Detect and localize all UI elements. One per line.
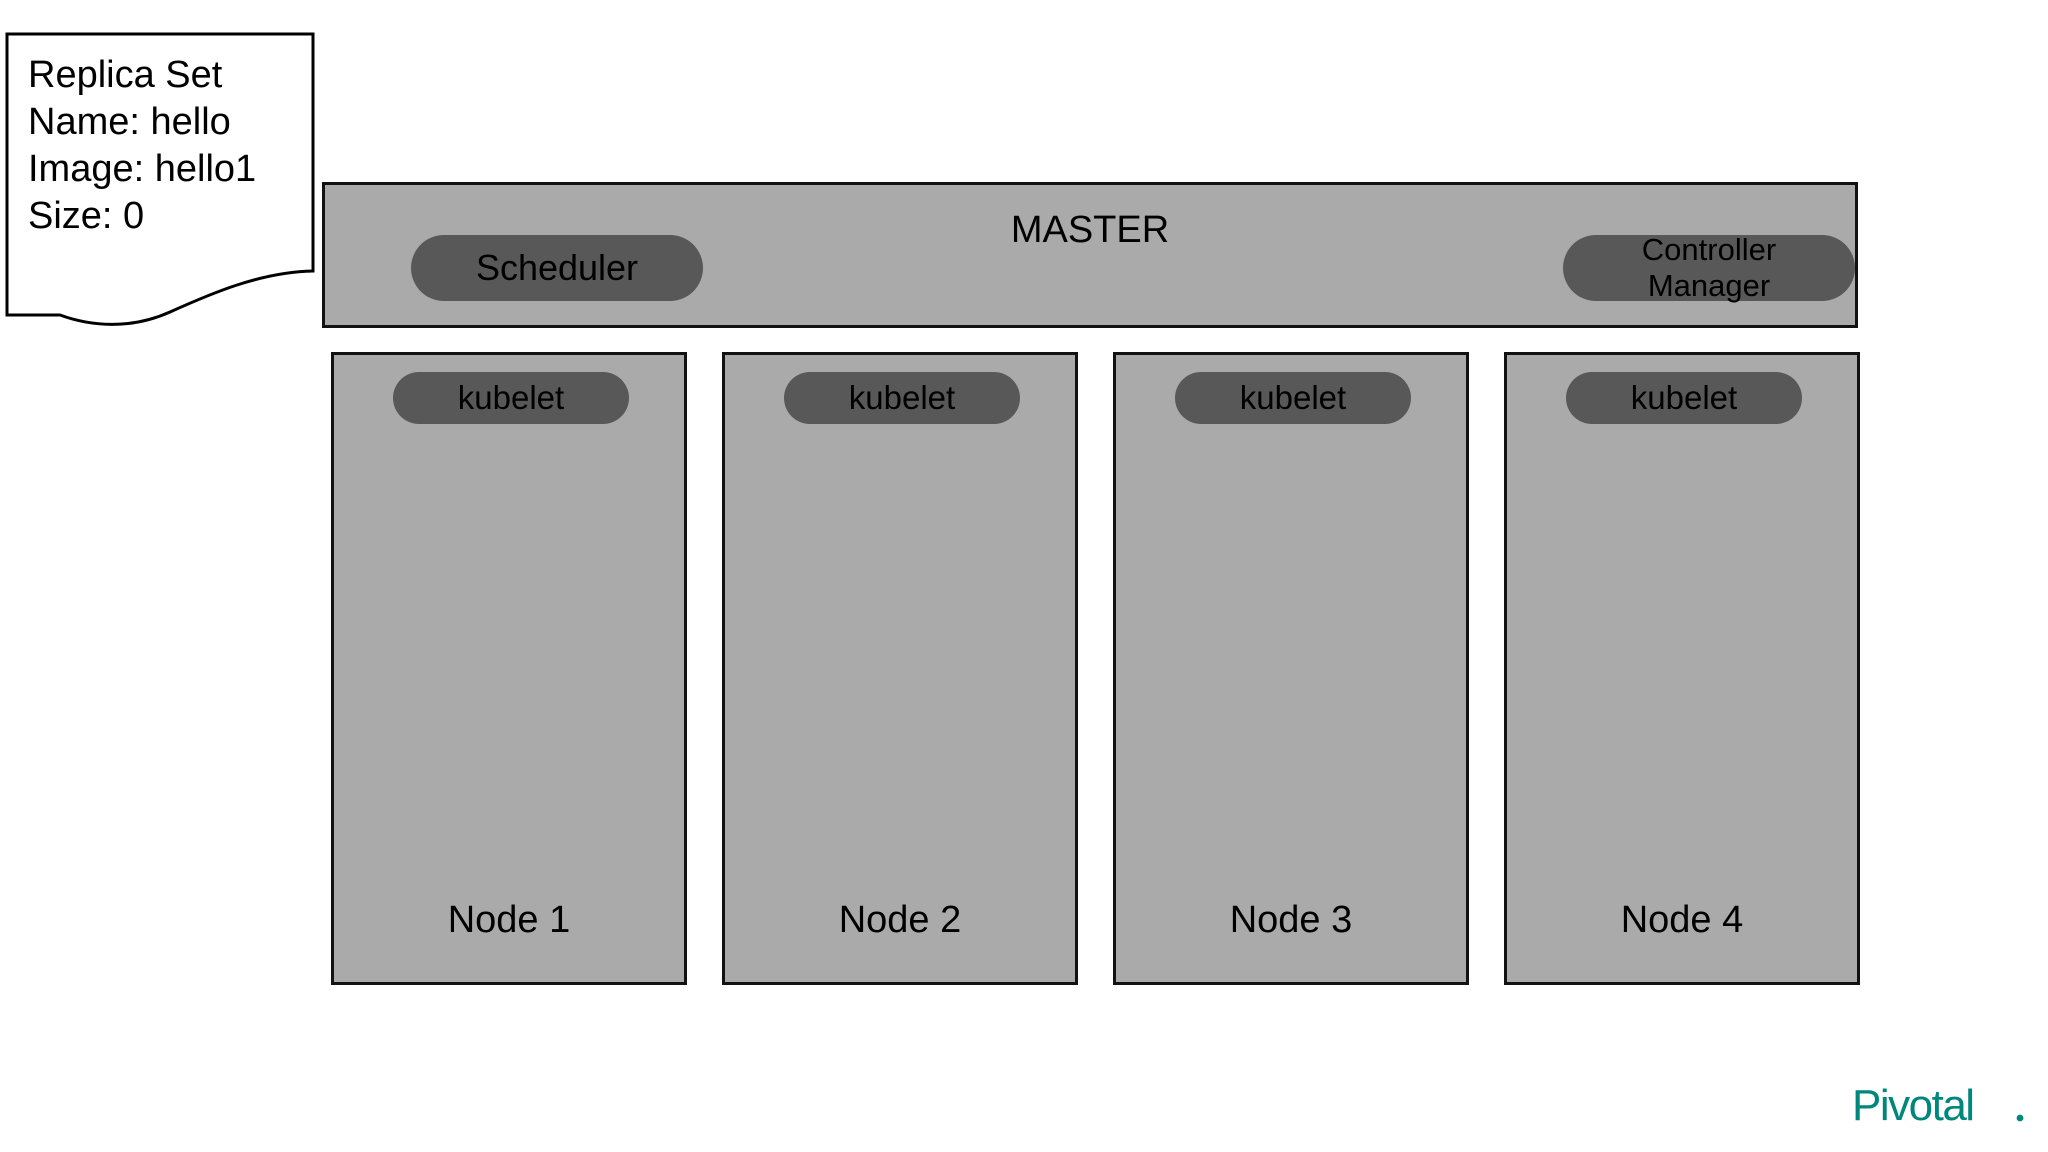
kubelet-pill-1[interactable]: kubelet: [393, 372, 629, 424]
kubelet-pill-2[interactable]: kubelet: [784, 372, 1020, 424]
callout-shape: [5, 32, 315, 326]
callout-line-title: Replica Set: [28, 54, 223, 96]
kubelet-label-1: kubelet: [457, 379, 565, 417]
scheduler-component[interactable]: Scheduler: [411, 235, 703, 301]
node-box-3[interactable]: kubelet Node 3: [1113, 352, 1469, 985]
callout-line-size: Size: 0: [28, 195, 145, 237]
node-label-3: Node 3: [1229, 899, 1353, 941]
kubelet-label-3: kubelet: [1239, 379, 1347, 417]
kubelet-label-4: kubelet: [1630, 379, 1738, 417]
pivotal-wordmark-icon: Pivotal: [1852, 1082, 2024, 1130]
replica-set-callout: Replica Set Name: hello Image: hello1 Si…: [0, 26, 330, 326]
node-box-2[interactable]: kubelet Node 2: [722, 352, 1078, 985]
node-box-4[interactable]: kubelet Node 4: [1504, 352, 1860, 985]
controller-manager-label: Controller Manager: [1642, 232, 1776, 303]
scheduler-label: Scheduler: [475, 247, 639, 289]
node-label-1: Node 1: [447, 899, 571, 941]
controller-manager-component[interactable]: Controller Manager: [1563, 232, 1855, 303]
callout-line-image: Image: hello1: [28, 148, 257, 190]
node-label-2: Node 2: [838, 899, 962, 941]
replica-set-note-text: Replica Set Name: hello Image: hello1 Si…: [28, 52, 300, 240]
kubelet-pill-3[interactable]: kubelet: [1175, 372, 1411, 424]
master-title: MASTER: [1010, 209, 1170, 251]
pivotal-logo: Pivotal: [1852, 1082, 2028, 1132]
node-box-1[interactable]: kubelet Node 1: [331, 352, 687, 985]
kubelet-label-2: kubelet: [848, 379, 956, 417]
node-label-4: Node 4: [1620, 899, 1744, 941]
svg-text:Pivotal: Pivotal: [1852, 1082, 1974, 1130]
controller-manager-label-line1: Controller: [1641, 232, 1777, 268]
controller-manager-label-line2: Manager: [1647, 268, 1771, 303]
callout-line-name: Name: hello: [28, 101, 231, 143]
kubelet-pill-4[interactable]: kubelet: [1566, 372, 1802, 424]
master-box[interactable]: MASTER Scheduler Controller Manager: [322, 182, 1858, 328]
